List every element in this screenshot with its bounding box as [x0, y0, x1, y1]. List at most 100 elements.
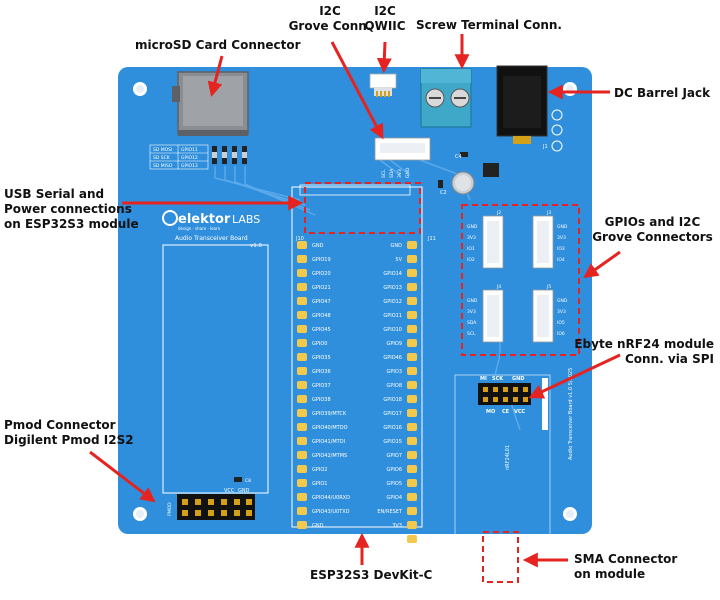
devkit-right-pad: [407, 479, 417, 487]
devkit-right-pin-label: GPIO10: [383, 327, 402, 333]
nrf-pin-mi: MI: [480, 376, 487, 382]
devkit-right-pad: [407, 437, 417, 445]
pmod-header: [177, 494, 255, 520]
elektor-logo: elektor LABS design · share · learn Audi…: [162, 210, 263, 249]
grove-pin-label: IO5: [557, 320, 565, 326]
annotation-arrows: [89, 34, 621, 568]
label-nrf24: Ebyte nRF24 module Conn. via SPI: [574, 337, 714, 366]
microsd-connector: [172, 71, 249, 136]
devkit-right-pin-label: 3V3: [392, 537, 402, 543]
c2-ref: C2: [440, 190, 447, 196]
pmod-cap-ref: C8: [245, 478, 251, 484]
devkit-right-pin-label: GPIO7: [387, 453, 402, 459]
devkit-left-pin-label: GPIO19: [312, 257, 331, 263]
devkit-left-pin-label: GPIO1: [312, 481, 327, 487]
devkit-left-pin-label: GPIO41/MTDI: [312, 439, 345, 445]
grove-port-inner: [537, 295, 549, 337]
devkit-right-pin-label: GPIO14: [383, 271, 402, 277]
devkit-right-pad: [407, 451, 417, 459]
devkit-left-pin-label: GPIO44/U0RXD: [312, 495, 350, 501]
devkit-left-pin-label: GPIO0: [312, 341, 327, 347]
header-left-ref: J10: [295, 236, 304, 242]
sd-row2-signal: SD SCK: [153, 155, 171, 161]
grove-pin-label: IO3: [557, 246, 565, 252]
grove-port-ref: J3: [546, 210, 551, 216]
logo-labs: LABS: [232, 213, 260, 226]
devkit-left-pin-label: GND: [312, 523, 324, 529]
devkit-left-pin-label: GPIO39/MTCK: [312, 411, 347, 417]
grove-port-ref: J2: [496, 210, 501, 216]
devkit-right-pad: [407, 423, 417, 431]
devkit-right-pad: [407, 507, 417, 515]
devkit-left-pad: [297, 395, 307, 403]
devkit-right-pin-label: GPIO18: [383, 397, 402, 403]
devkit-right-pin-label: GPIO6: [387, 467, 402, 473]
devkit-right-pad: [407, 395, 417, 403]
devkit-right-pad: [407, 269, 417, 277]
devkit-left-pin-label: GPIO47: [312, 299, 331, 305]
devkit-right-pin-label: GPIO12: [383, 299, 402, 305]
grove-pin-label: IO1: [467, 246, 475, 252]
sd-resistors: [212, 146, 247, 164]
label-sma: SMA Connector on module: [574, 552, 678, 581]
arrow-nrf: [528, 353, 621, 399]
devkit-left-pin-label: GPIO48: [312, 313, 331, 319]
speaker-area-outline: [162, 244, 269, 494]
devkit-left-pin-label: GPIO42/MTMS: [312, 453, 347, 459]
devkit-left-pin-label: GPIO38: [312, 397, 331, 403]
arrow-gpios: [583, 250, 621, 279]
nrf-ref: nRF24L01: [505, 445, 511, 470]
grove-top-pin-labels: SCL SDA 3V3 GND: [381, 167, 411, 178]
board-title: Audio Transceiver Board: [175, 235, 248, 242]
pmod-vcc: VCC: [224, 488, 235, 494]
devkit-left-pad: [297, 339, 307, 347]
devkit-right-pin-label: GND: [391, 243, 403, 249]
pmod-cap: [234, 477, 242, 482]
label-devkit: ESP32S3 DevKit-C: [310, 568, 433, 582]
devkit-right-pad: [407, 255, 417, 263]
devkit-left-pad: [297, 479, 307, 487]
devkit-left-pin-label: GPIO2: [312, 467, 327, 473]
devkit-left-pad: [297, 269, 307, 277]
devkit-right-pad: [407, 521, 417, 529]
board-vertical-text: Audio Transceiver Board v1.0 5/2025: [568, 368, 574, 460]
nrf-pin-ce: CE: [502, 409, 510, 415]
devkit-left-pad: [297, 521, 307, 529]
label-pmod: Pmod Connector Digilent Pmod I2S2: [4, 418, 134, 447]
grove-highlight-box: [461, 204, 580, 356]
devkit-right-pad: [407, 339, 417, 347]
sd-row1-signal: SD MOSI: [153, 147, 172, 153]
sd-row3-signal: SD MISO: [153, 163, 173, 169]
devkit-left-pad: [297, 255, 307, 263]
label-dc-barrel: DC Barrel Jack: [614, 86, 711, 100]
label-i2c-qwiic: I2C QWIIC: [364, 4, 406, 33]
arrow-qwiic: [376, 41, 392, 74]
devkit-right-pad: [407, 535, 417, 543]
devkit-right-pin-label: GPIO16: [383, 425, 402, 431]
label-gpios-grove: GPIOs and I2C Grove Connectors: [592, 215, 713, 244]
devkit-left-pin-label: GPIO37: [312, 383, 331, 389]
grove-ports-group: J2GND3V3IO1IO2J3GND3V3IO3IO4J4GND3V3SDAS…: [467, 210, 568, 343]
devkit-left-pad: [297, 381, 307, 389]
grove-port-inner: [487, 221, 499, 263]
devkit-left-pad: [297, 409, 307, 417]
grove-pin-label: GND: [557, 224, 568, 230]
nrf-pin-mo: MO: [486, 409, 495, 415]
grove-pin-label: 3V3: [467, 309, 476, 315]
sd-gpio-table: SD MOSI GPIO11 SD SCK GPIO12 SD MISO GPI…: [149, 144, 209, 170]
devkit-left-pad: [297, 367, 307, 375]
grove-pin-label: IO2: [467, 257, 475, 263]
grove-port-ref: J4: [496, 284, 501, 290]
grove-pin-label: IO6: [557, 331, 565, 337]
devkit-right-pad: [407, 283, 417, 291]
devkit-left-pin-label: GPIO20: [312, 271, 331, 277]
pmod-ref: PMOD: [167, 502, 173, 516]
grove-port-inner: [487, 295, 499, 337]
devkit-right-pad: [407, 367, 417, 375]
nrf24-header: [478, 383, 531, 405]
devkit-right-pad: [407, 297, 417, 305]
devkit-outline: [291, 186, 423, 528]
devkit-right-pad: [407, 311, 417, 319]
devkit-left-pad: [297, 241, 307, 249]
